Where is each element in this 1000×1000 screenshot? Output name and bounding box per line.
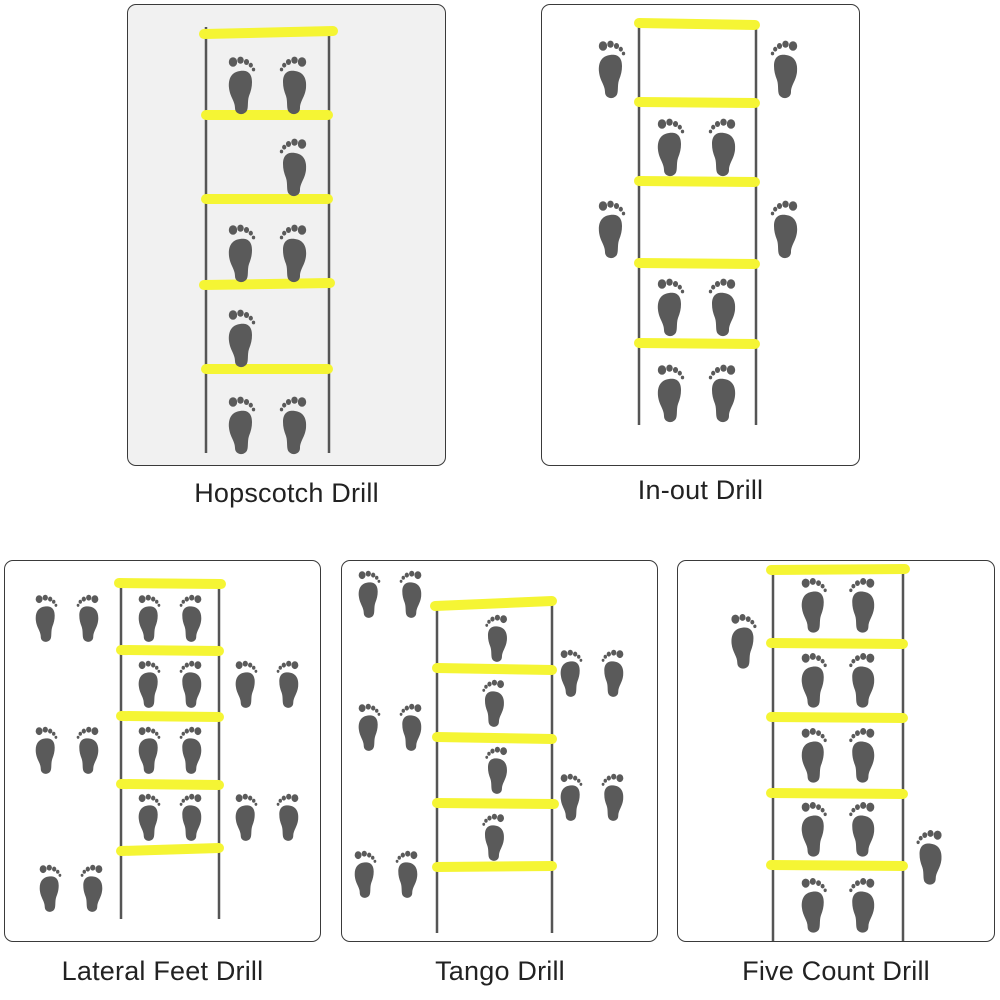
footprint-icon bbox=[228, 309, 256, 368]
foot-pair-icon bbox=[560, 649, 624, 697]
footprint-icon bbox=[657, 118, 685, 177]
ladder-rung bbox=[199, 26, 338, 39]
foot-pair-icon bbox=[358, 570, 422, 618]
ladder-rung bbox=[199, 278, 335, 290]
drill-caption-lateral-feet: Lateral Feet Drill bbox=[61, 956, 264, 986]
ladder-diagram-hopscotch bbox=[199, 26, 338, 455]
ladder-rung bbox=[116, 711, 224, 722]
footprint-icon bbox=[657, 364, 685, 423]
footprint-icon bbox=[708, 278, 736, 337]
ladder-rung bbox=[766, 638, 908, 649]
footprint-icon bbox=[228, 56, 256, 115]
footprint-icon bbox=[485, 746, 508, 794]
ladder-diagram-in-out bbox=[598, 18, 798, 425]
drill-panel-hopscotch bbox=[127, 4, 446, 466]
ladder-rung bbox=[114, 578, 226, 589]
drill-panel-tango bbox=[341, 560, 658, 942]
foot-pair-icon bbox=[138, 793, 202, 841]
footprint-icon bbox=[770, 200, 798, 259]
foot-pair-icon bbox=[801, 878, 875, 933]
ladder-rung bbox=[432, 798, 559, 809]
footprint-icon bbox=[657, 278, 685, 337]
drill-panel-in-out bbox=[541, 4, 860, 466]
ladder-rung bbox=[116, 645, 224, 656]
ladder-diagram-lateral-feet bbox=[35, 578, 299, 919]
drill-panel-lateral-feet bbox=[4, 560, 321, 942]
ladder-rung bbox=[634, 176, 760, 187]
drill-caption-in-out: In-out Drill bbox=[637, 475, 764, 505]
foot-pair-icon bbox=[801, 578, 875, 633]
footprint-icon bbox=[485, 614, 508, 662]
foot-pair-icon bbox=[235, 793, 299, 841]
drill-caption-tango: Tango Drill bbox=[435, 956, 565, 986]
ladder-rung bbox=[634, 97, 760, 108]
ladder-rung bbox=[634, 338, 760, 349]
footprint-icon bbox=[708, 118, 736, 177]
foot-pair-icon bbox=[801, 802, 875, 857]
foot-pair-icon bbox=[358, 703, 422, 751]
foot-pair-icon bbox=[35, 594, 99, 642]
drill-panel-five-count bbox=[677, 560, 995, 942]
ladder-rung bbox=[766, 860, 908, 871]
foot-pair-icon bbox=[138, 594, 202, 642]
footprint-icon bbox=[228, 396, 256, 455]
ladder-rung bbox=[116, 843, 224, 856]
ladder-rung bbox=[116, 779, 224, 790]
ladder-rung bbox=[432, 663, 557, 675]
ladder-rung bbox=[432, 732, 557, 744]
footprint-icon bbox=[598, 40, 626, 99]
foot-pair-icon bbox=[39, 864, 103, 912]
footprint-icon bbox=[770, 40, 798, 99]
footprint-icon bbox=[482, 679, 505, 727]
ladder-rung bbox=[430, 596, 557, 611]
ladder-rung bbox=[634, 18, 760, 30]
footprint-icon bbox=[228, 224, 256, 283]
foot-pair-icon bbox=[35, 726, 99, 774]
ladder-diagram-tango bbox=[354, 570, 624, 933]
foot-pair-icon bbox=[801, 653, 875, 708]
drill-caption-hopscotch: Hopscotch Drill bbox=[194, 478, 379, 508]
ladder-rung bbox=[432, 861, 557, 872]
foot-pair-icon bbox=[138, 660, 202, 708]
footprint-icon bbox=[731, 614, 757, 669]
footprint-icon bbox=[279, 224, 307, 283]
footprint-icon bbox=[279, 56, 307, 115]
footprint-icon bbox=[279, 396, 307, 455]
foot-pair-icon bbox=[801, 728, 875, 783]
footprint-icon bbox=[916, 830, 942, 885]
ladder-rung bbox=[634, 258, 760, 269]
foot-pair-icon bbox=[560, 773, 624, 821]
foot-pair-icon bbox=[138, 726, 202, 774]
footprint-icon bbox=[598, 200, 626, 259]
ladder-rung bbox=[766, 564, 910, 575]
ladder-rung bbox=[766, 788, 908, 799]
footprint-icon bbox=[482, 813, 505, 861]
foot-pair-icon bbox=[235, 660, 299, 708]
ladder-rung bbox=[766, 712, 908, 723]
ladder-diagram-five-count bbox=[731, 564, 942, 941]
foot-pair-icon bbox=[354, 850, 418, 898]
footprint-icon bbox=[279, 138, 307, 197]
drill-caption-five-count: Five Count Drill bbox=[742, 956, 930, 986]
footprint-icon bbox=[708, 364, 736, 423]
